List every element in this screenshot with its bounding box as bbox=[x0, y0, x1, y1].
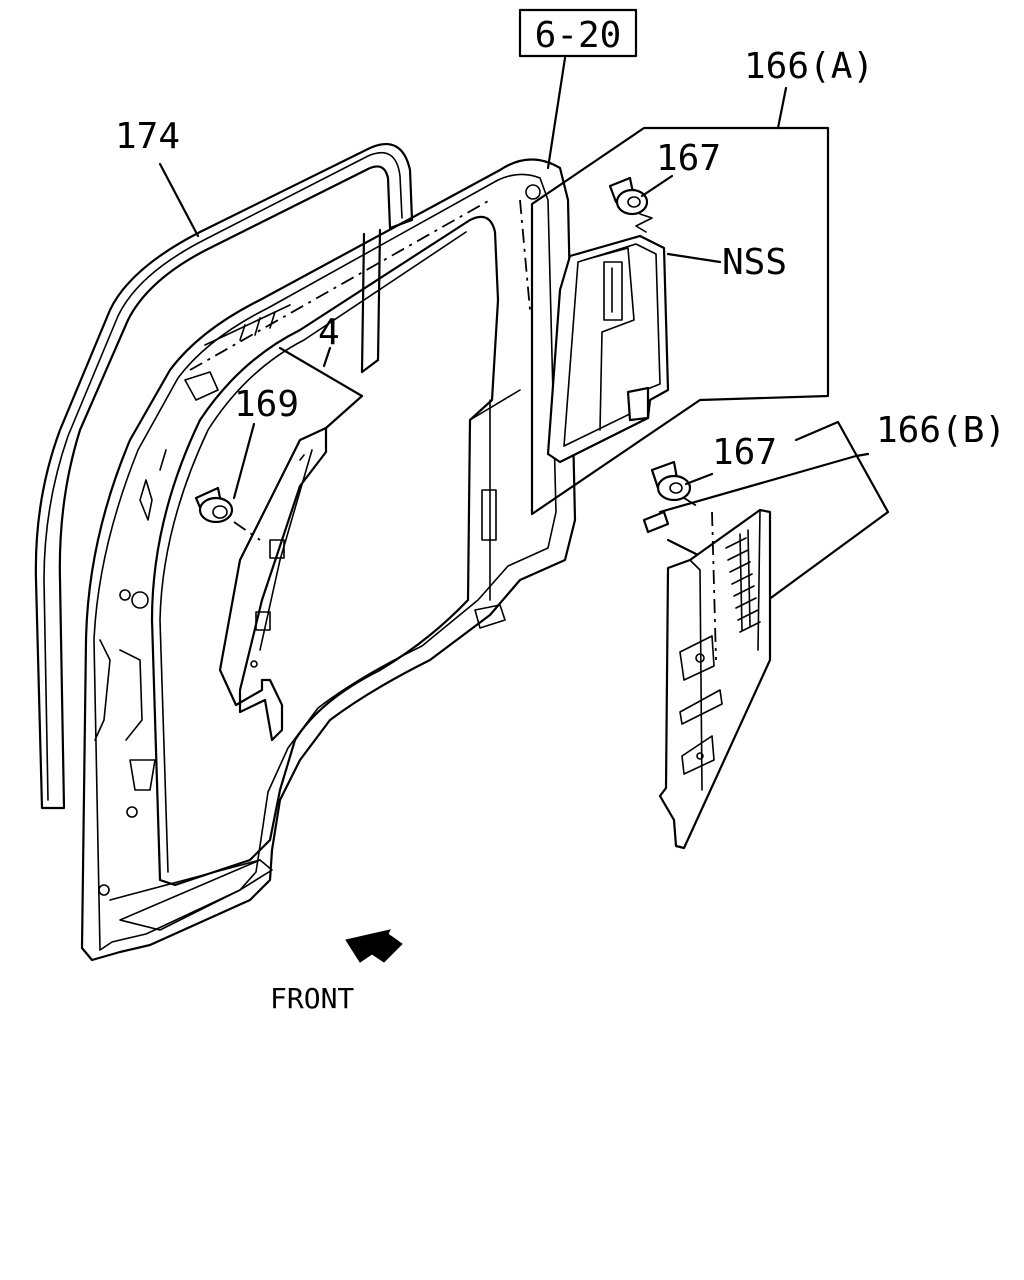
leader-169 bbox=[232, 422, 256, 500]
nss-panel[interactable] bbox=[546, 234, 670, 464]
reference-leader bbox=[546, 56, 567, 170]
label-nss: NSS bbox=[722, 242, 787, 283]
leader-4-bracket bbox=[278, 346, 364, 430]
kick-panel-166b[interactable] bbox=[658, 508, 772, 850]
door-body-frame bbox=[80, 158, 577, 962]
leader-4 bbox=[322, 346, 332, 368]
weatherstrip-174[interactable] bbox=[34, 143, 414, 810]
part-4-trim[interactable] bbox=[218, 426, 328, 742]
group-166a-frame bbox=[530, 126, 830, 516]
leader-nss bbox=[666, 252, 722, 264]
label-167-bottom: 167 bbox=[712, 432, 777, 473]
leader-167-bottom bbox=[684, 472, 714, 486]
leader-166a bbox=[776, 86, 788, 130]
reference-box[interactable]: 6-20 bbox=[518, 8, 638, 58]
leader-166b-bracket bbox=[766, 420, 890, 602]
label-4: 4 bbox=[318, 312, 340, 353]
spacer-block[interactable] bbox=[642, 510, 702, 558]
leader-166b bbox=[854, 452, 870, 458]
clip-167-bottom[interactable] bbox=[650, 460, 701, 509]
clip-169[interactable] bbox=[194, 486, 261, 541]
leader-167-top bbox=[640, 174, 674, 198]
reference-box-frame bbox=[518, 8, 638, 58]
label-174: 174 bbox=[115, 116, 180, 157]
front-direction-arrow-icon bbox=[345, 929, 403, 963]
leader-174 bbox=[158, 162, 200, 238]
label-169: 169 bbox=[234, 384, 299, 425]
label-166b: 166(B) bbox=[876, 410, 1006, 451]
label-166a: 166(A) bbox=[744, 46, 874, 87]
reference-box-label: 6-20 bbox=[535, 15, 622, 56]
label-167-top: 167 bbox=[656, 138, 721, 179]
clip-167-top[interactable] bbox=[608, 176, 653, 233]
vent-grille bbox=[725, 529, 761, 633]
label-front: FRONT bbox=[270, 982, 354, 1015]
group-166a bbox=[530, 126, 830, 516]
